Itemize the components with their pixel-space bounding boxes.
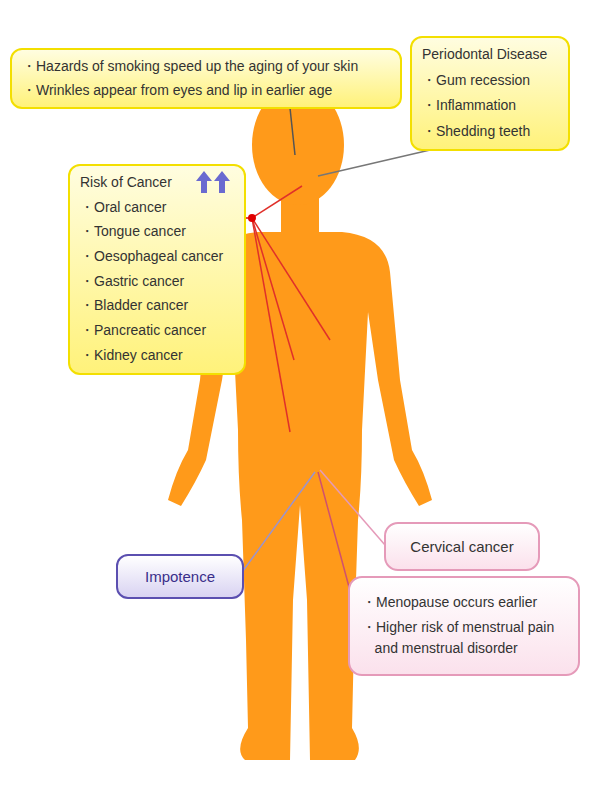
leader-line	[318, 472, 352, 598]
up-arrows	[196, 170, 236, 194]
leader-line	[290, 108, 295, 155]
bullet-item: ・Inflammation	[422, 95, 558, 117]
callout-box: ・Hazards of smoking speed up the aging o…	[10, 48, 402, 109]
leader-line	[240, 472, 315, 575]
leader-line	[318, 150, 430, 176]
bullet-item: ・Hazards of smoking speed up the aging o…	[22, 56, 390, 78]
red-dot	[248, 214, 256, 222]
box-text: Impotence	[124, 565, 236, 588]
callout-box: Impotence	[116, 554, 244, 599]
bullet-item: ・Pancreatic cancer	[80, 320, 234, 342]
callout-box: Risk of Cancer ・Oral cancer・Tongue cancer…	[68, 164, 246, 375]
bullet-item: ・Menopause occurs earlier	[362, 592, 566, 614]
bullet-item: ・Oral cancer	[80, 197, 234, 219]
box-text: Cervical cancer	[392, 535, 532, 558]
up-arrow	[196, 171, 212, 193]
bullet-item: ・Higher risk of menstrual pain and menst…	[362, 617, 566, 660]
box-text: Risk of Cancer	[80, 172, 234, 194]
bullet-item: ・Shedding teeth	[422, 121, 558, 143]
bullet-item: ・Wrinkles appear from eyes and lip in ea…	[22, 80, 390, 102]
bullet-item: ・Bladder cancer	[80, 295, 234, 317]
leader-line	[252, 186, 302, 218]
bullet-item: ・Tongue cancer	[80, 221, 234, 243]
bullet-item: ・Gastric cancer	[80, 271, 234, 293]
bullet-item: ・Kidney cancer	[80, 345, 234, 367]
up-arrow	[214, 171, 230, 193]
callout-box: ・Menopause occurs earlier ・Higher risk of…	[348, 576, 580, 676]
box-text: Periodontal Disease	[422, 44, 558, 66]
leader-line	[320, 470, 385, 545]
callout-box: Periodontal Disease ・Gum recession ・Inflam…	[410, 36, 570, 151]
bullet-item: ・Oesophageal cancer	[80, 246, 234, 268]
callout-box: Cervical cancer	[384, 522, 540, 571]
leader-line	[252, 218, 330, 340]
leader-line	[252, 218, 294, 360]
bullet-item: ・Gum recession	[422, 70, 558, 92]
